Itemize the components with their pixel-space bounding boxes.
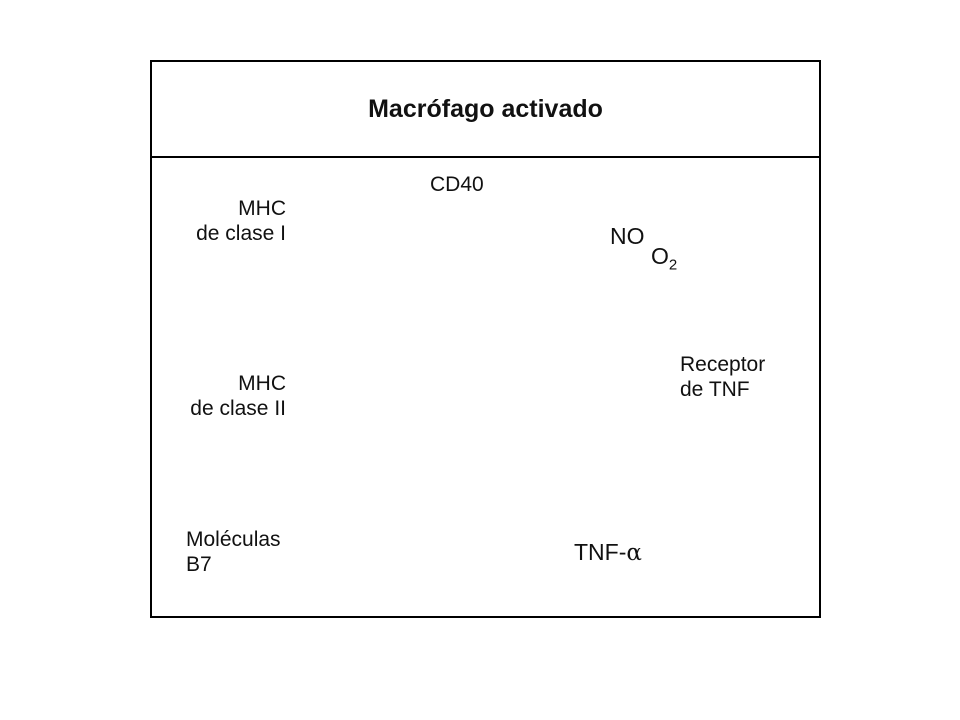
header: Macrófago activado <box>152 62 819 158</box>
label-b7-line1: Moléculas <box>186 528 281 551</box>
label-b7-molecules: Moléculas B7 <box>178 527 294 577</box>
label-mhc-class-ii: MHC de clase II <box>178 371 286 421</box>
label-mhc1-line2: de clase I <box>196 222 286 245</box>
label-tnf-greek: α <box>626 540 642 566</box>
label-mhc1-line1: MHC <box>238 197 286 220</box>
label-o2-sub: 2 <box>668 256 678 274</box>
label-o2-main: O <box>651 243 669 269</box>
label-b7-line2: B7 <box>186 553 212 576</box>
label-receptor-line1: Receptor <box>680 353 766 376</box>
label-mhc2-line1: MHC <box>238 372 286 395</box>
label-tnf-alpha: TNF-α <box>574 540 642 566</box>
label-tnf-receptor: Receptor de TNF <box>680 352 765 402</box>
figure-title: Macrófago activado <box>368 94 603 123</box>
label-cd40: CD40 <box>430 173 484 196</box>
label-o2: O2 <box>651 244 677 278</box>
label-no: NO <box>610 223 645 249</box>
label-receptor-line2: de TNF <box>680 378 750 401</box>
label-mhc-class-i: MHC de clase I <box>178 196 286 246</box>
label-mhc2-line2: de clase II <box>190 397 286 420</box>
label-tnf-main: TNF- <box>574 539 627 565</box>
figure-frame: Macrófago activado <box>150 60 821 618</box>
